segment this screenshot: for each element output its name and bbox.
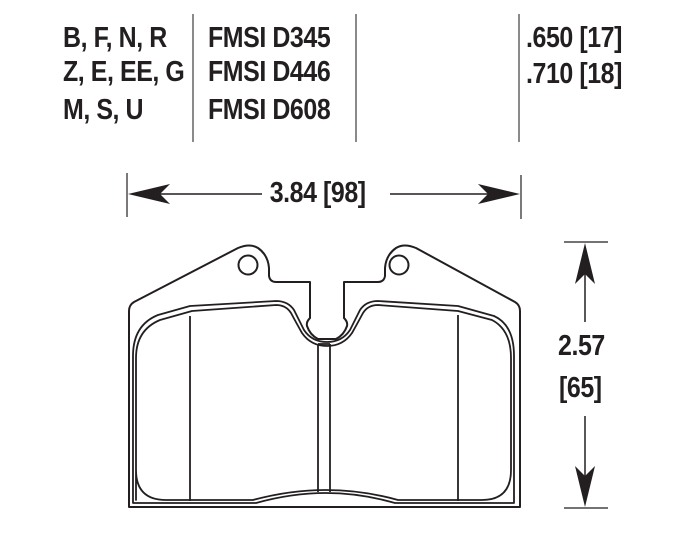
arrow-up-icon: [575, 243, 595, 284]
fmsi-code-1: FMSI D345: [208, 22, 331, 54]
arrow-down-icon: [575, 466, 595, 507]
thickness-spec-2: .710 [18]: [526, 58, 622, 90]
mounting-hole-right: [388, 254, 410, 276]
width-dimension: [126, 173, 522, 219]
arrow-right-icon: [478, 184, 520, 204]
column-divider-1: [192, 14, 194, 142]
height-dimension-label-inches: 2.57: [558, 330, 605, 362]
thickness-spec-1: .650 [17]: [526, 22, 622, 54]
arrow-left-icon: [128, 184, 170, 204]
compound-codes-line-2: Z, E, EE, G: [63, 56, 185, 88]
column-divider-2: [355, 14, 357, 142]
compound-codes-line-1: B, F, N, R: [63, 22, 167, 54]
mounting-hole-left: [237, 254, 259, 276]
height-dimension: [564, 241, 608, 509]
backing-plate: [128, 244, 521, 508]
friction-material: [132, 300, 515, 504]
column-divider-3: [518, 14, 520, 142]
height-dimension-label-mm: [65]: [559, 372, 602, 404]
width-dimension-label: 3.84 [98]: [268, 177, 368, 209]
fmsi-code-3: FMSI D608: [208, 94, 331, 126]
compound-codes-line-3: M, S, U: [63, 94, 144, 126]
fmsi-code-2: FMSI D446: [208, 56, 331, 88]
